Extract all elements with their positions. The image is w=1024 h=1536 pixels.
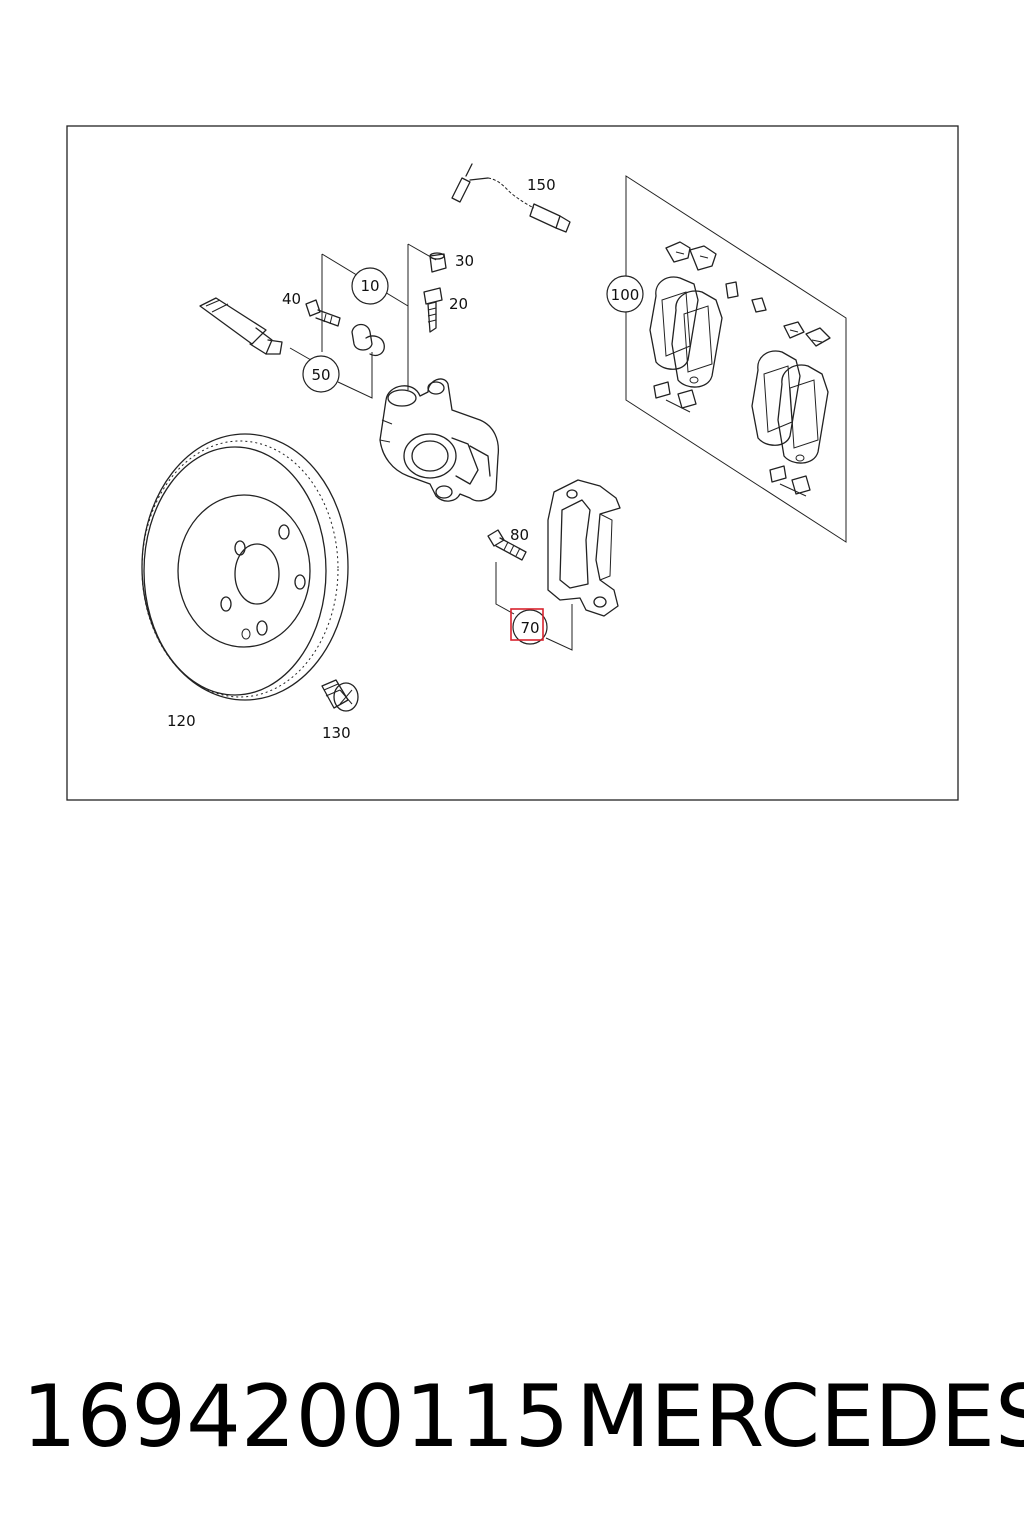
callout-20: 20	[449, 295, 468, 313]
diagram-frame	[66, 125, 959, 801]
callout-100: 100	[611, 286, 640, 304]
carrier-bolt-80	[487, 529, 527, 561]
callout-70-bubble	[512, 609, 548, 645]
brake-disc-120	[141, 433, 349, 701]
callout-80: 80	[510, 526, 529, 544]
callout-50: 50	[311, 366, 330, 384]
callout-50-bubble	[302, 355, 340, 393]
disc-screw-130	[321, 679, 359, 712]
brand-name: MERCEDES	[576, 1367, 1024, 1467]
callout-100-bubble	[606, 275, 644, 313]
callout-150: 150	[527, 176, 556, 194]
bleed-screw-20	[423, 287, 443, 333]
caliper-housing	[379, 378, 500, 502]
grease-tube-50	[199, 297, 283, 355]
callout-10-bubble	[351, 267, 389, 305]
callout-30: 30	[455, 252, 474, 270]
guide-bolt-40	[305, 299, 341, 327]
part-number: 1694200115	[22, 1367, 570, 1467]
callout-40: 40	[282, 290, 301, 308]
caption-bar: 1694200115 MERCEDES	[0, 1362, 1024, 1472]
callout-130: 130	[322, 724, 351, 742]
caliper-carrier-bracket	[547, 479, 621, 617]
dust-cap-30	[429, 252, 447, 273]
guide-bushing	[351, 323, 385, 357]
callout-10: 10	[360, 277, 379, 295]
callout-70-highlight	[510, 608, 544, 641]
callout-120: 120	[167, 712, 196, 730]
wear-sensor-150	[451, 163, 571, 233]
callout-70: 70	[520, 619, 539, 637]
brake-pads-upper-set	[649, 241, 767, 413]
brake-pads-lower-set	[751, 321, 831, 497]
